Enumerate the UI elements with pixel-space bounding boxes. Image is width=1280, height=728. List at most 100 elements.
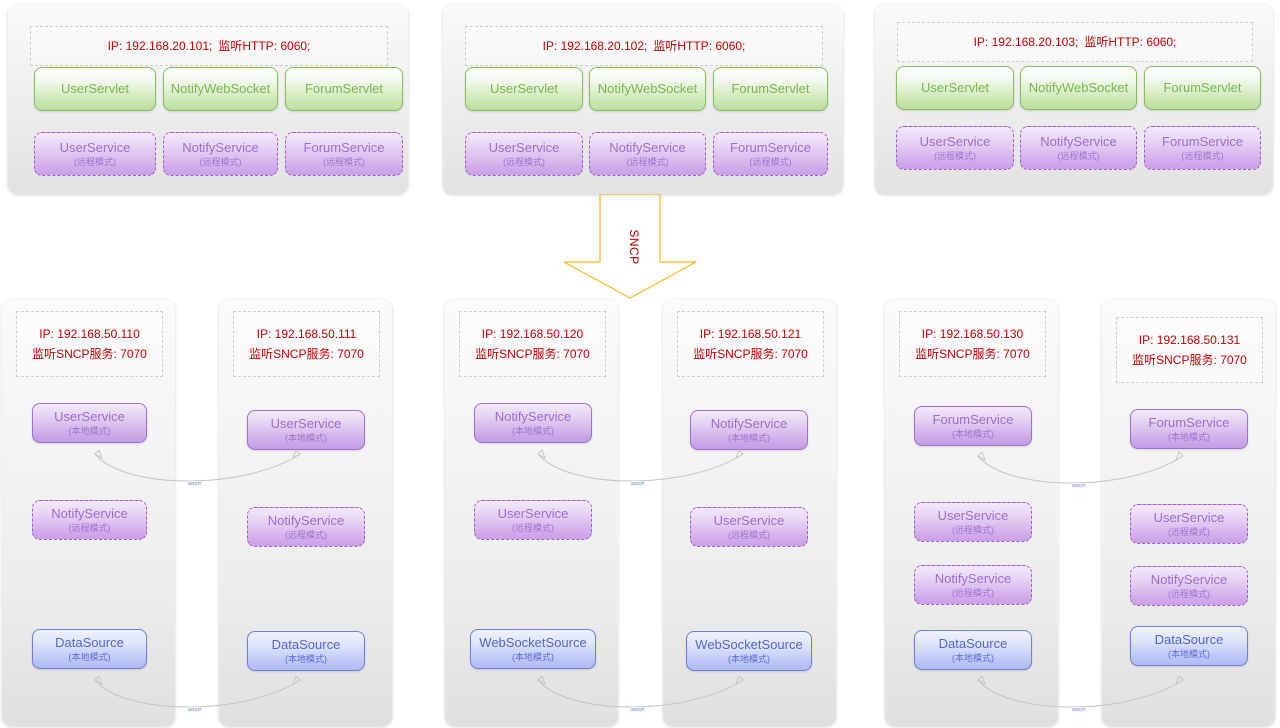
connector-label: SNCP (630, 707, 646, 712)
service-node[interactable]: ForumService (远程模式) (285, 132, 403, 176)
service-node[interactable]: NotifyService (远程模式) (589, 132, 706, 176)
node-mode: (远程模式) (323, 157, 365, 168)
node-mode: (远程模式) (1057, 151, 1100, 162)
node-mode: (远程模式) (1168, 589, 1210, 600)
node-title: UserService (54, 408, 125, 424)
service-node[interactable]: ForumService (远程模式) (713, 132, 828, 176)
host-ip-line1: IP: 192.168.20.101; (107, 39, 213, 53)
service-node[interactable]: ForumService (本地模式) (914, 406, 1032, 446)
host-ip-line1: IP: 192.168.20.102; (542, 39, 648, 53)
node-mode: (远程模式) (1181, 151, 1224, 162)
node-title: UserService (713, 512, 785, 528)
node-title: NotifyService (934, 570, 1012, 586)
node-mode: (远程模式) (749, 157, 792, 168)
datasource-node[interactable]: DataSource (本地模式) (914, 630, 1032, 670)
node-title: NotifyService (494, 408, 572, 424)
host-ip-line1: IP: 192.168.50.110 (39, 327, 140, 341)
host-ip-line2: 监听HTTP: 6060; (1084, 35, 1177, 49)
host-ip-line1: IP: 192.168.50.130 (921, 327, 1024, 341)
node-mode: (本地模式) (952, 653, 994, 664)
host-ip-line1: IP: 192.168.50.120 (481, 327, 584, 341)
host-ip-line2: 监听SNCP服务: 7070 (1132, 353, 1247, 367)
service-node[interactable]: UserService (本地模式) (247, 410, 365, 450)
node-title: UserService (937, 507, 1009, 523)
service-node[interactable]: UserService (远程模式) (465, 132, 583, 176)
node-mode: (远程模式) (934, 151, 976, 162)
service-node[interactable]: NotifyService (远程模式) (32, 500, 147, 540)
host-ip-header: IP: 192.168.20.102; 监听HTTP: 6060; (465, 26, 823, 66)
node-title: DataSource (271, 636, 341, 652)
service-node[interactable]: UserService (远程模式) (474, 500, 592, 540)
service-node[interactable]: NotifyService (远程模式) (247, 507, 365, 547)
node-title: WebSocketSource (479, 634, 587, 650)
node-title: UserServlet (490, 80, 558, 96)
servlet-node[interactable]: ForumServlet (1144, 66, 1261, 110)
web-host-panel: IP: 192.168.20.101; 监听HTTP: 6060; UserSe… (8, 4, 408, 194)
service-node[interactable]: ForumService (远程模式) (1144, 126, 1261, 170)
sncp-protocol-label: SNCP (627, 229, 641, 265)
service-node[interactable]: NotifyService (远程模式) (163, 132, 278, 176)
node-mode: (本地模式) (512, 426, 554, 437)
node-title: ForumServlet (731, 80, 810, 96)
node-mode: (本地模式) (1168, 649, 1210, 660)
node-title: NotifyWebSocket (1028, 79, 1129, 95)
servlet-node[interactable]: UserServlet (896, 66, 1014, 110)
node-mode: (远程模式) (68, 523, 111, 534)
servlet-node[interactable]: UserServlet (34, 67, 156, 111)
host-ip-header: IP: 192.168.20.103; 监听HTTP: 6060; (897, 22, 1253, 62)
datasource-node[interactable]: DataSource (本地模式) (32, 629, 147, 669)
host-ip-header: IP: 192.168.50.131 监听SNCP服务: 7070 (1116, 317, 1263, 383)
node-title: NotifyService (1150, 571, 1228, 587)
servlet-node[interactable]: ForumServlet (285, 67, 403, 111)
servlet-node[interactable]: UserServlet (465, 67, 583, 111)
host-ip-line2: 监听SNCP服务: 7070 (32, 347, 147, 361)
datasource-node[interactable]: WebSocketSource (本地模式) (470, 629, 596, 669)
service-host-panel: IP: 192.168.50.111 监听SNCP服务: 7070 UserSe… (219, 299, 392, 726)
connector-label: SNCP (1071, 707, 1087, 712)
connector-label: SNCP (187, 481, 203, 486)
service-node[interactable]: UserService (远程模式) (896, 126, 1014, 170)
service-node[interactable]: UserService (远程模式) (34, 132, 156, 176)
service-node[interactable]: UserService (远程模式) (914, 502, 1032, 542)
node-mode: (本地模式) (68, 652, 111, 663)
node-mode: (远程模式) (952, 525, 994, 536)
node-title: DataSource (938, 635, 1008, 651)
connector-label: SNCP (1071, 483, 1087, 488)
node-mode: (远程模式) (285, 530, 327, 541)
node-mode: (本地模式) (728, 654, 770, 665)
node-title: UserService (1153, 509, 1225, 525)
node-mode: (远程模式) (626, 157, 669, 168)
node-title: NotifyService (609, 139, 686, 155)
node-title: DataSource (55, 634, 124, 650)
node-title: UserService (488, 139, 560, 155)
service-node[interactable]: NotifyService (远程模式) (1020, 126, 1137, 170)
service-node[interactable]: NotifyService (本地模式) (690, 410, 808, 450)
node-title: DataSource (1154, 631, 1224, 647)
node-title: UserServlet (921, 79, 989, 95)
servlet-node[interactable]: NotifyWebSocket (589, 67, 706, 111)
host-ip-line1: IP: 192.168.50.111 (256, 327, 357, 341)
service-node[interactable]: NotifyService (远程模式) (1130, 566, 1248, 606)
service-node[interactable]: UserService (本地模式) (32, 403, 147, 443)
service-node[interactable]: NotifyService (远程模式) (914, 565, 1032, 605)
datasource-node[interactable]: DataSource (本地模式) (1130, 626, 1248, 666)
service-host-panel: IP: 192.168.50.131 监听SNCP服务: 7070 ForumS… (1102, 299, 1275, 726)
servlet-node[interactable]: NotifyWebSocket (1020, 66, 1137, 110)
node-title: UserService (919, 133, 991, 149)
host-ip-line2: 监听HTTP: 6060; (653, 39, 746, 53)
service-node[interactable]: UserService (远程模式) (1130, 504, 1248, 544)
service-node[interactable]: ForumService (本地模式) (1130, 409, 1248, 449)
datasource-node[interactable]: DataSource (本地模式) (247, 631, 365, 671)
web-host-panel: IP: 192.168.20.102; 监听HTTP: 6060; UserSe… (443, 4, 843, 194)
node-mode: (远程模式) (74, 157, 116, 168)
service-node[interactable]: NotifyService (本地模式) (474, 403, 592, 443)
node-title: UserService (497, 505, 569, 521)
servlet-node[interactable]: ForumServlet (713, 67, 828, 111)
service-node[interactable]: UserService (远程模式) (690, 507, 808, 547)
host-ip-line1: IP: 192.168.50.131 (1138, 333, 1241, 347)
node-mode: (远程模式) (728, 530, 770, 541)
node-title: WebSocketSource (695, 636, 803, 652)
servlet-node[interactable]: NotifyWebSocket (163, 67, 278, 111)
datasource-node[interactable]: WebSocketSource (本地模式) (686, 631, 812, 671)
node-mode: (本地模式) (68, 426, 111, 437)
